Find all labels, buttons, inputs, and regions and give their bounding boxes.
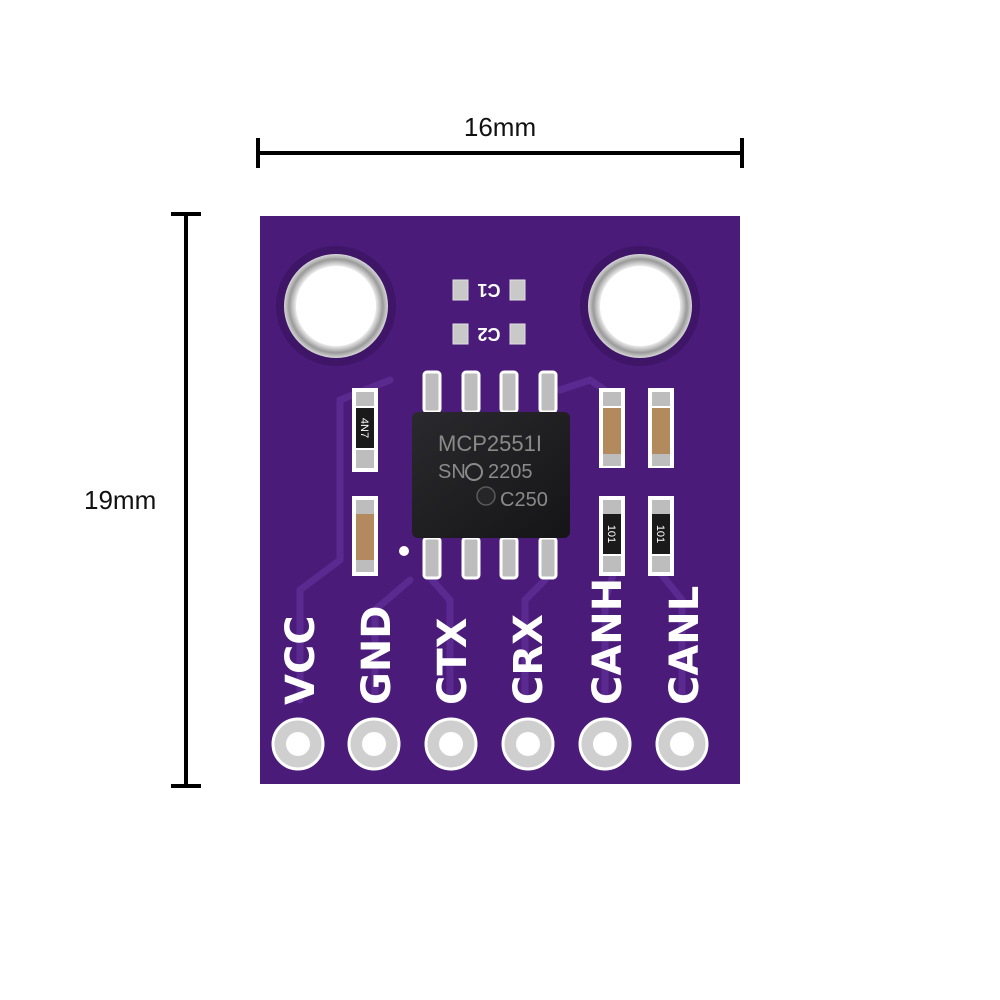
board-dot [399,546,409,556]
height-dimension-label: 19mm [84,485,157,515]
ic-top-pins [422,370,558,414]
capacitor-c2-pads: C2 [452,323,526,345]
resistor-4n7: 4N7 [352,388,378,472]
ic-chip: MCP2551I SN 2205 C250 [412,370,570,580]
pin-label-gnd: GND [354,605,400,705]
chip-marking-line1: MCP2551I [438,431,542,456]
resistor-canl: 101 [648,496,674,576]
height-dimension-line [171,212,201,788]
capacitor-canh [599,388,625,468]
pin-label-vcc: VCC [278,615,324,705]
chip-marking-line2: SN [438,461,466,483]
width-dimension-line [256,138,744,168]
resistor-canl-label: 101 [654,525,666,543]
ic-bottom-pins [422,536,558,580]
resistor-canh-label: 101 [605,525,617,543]
pin-hole-canh [578,717,632,771]
pin-label-crx: CRX [506,614,552,705]
pin-label-canh: CANH [585,578,631,705]
pin-label-canl: CANL [662,586,708,705]
pin-hole-ctx [424,717,478,771]
width-dimension-label: 16mm [463,112,537,142]
resistor-canh: 101 [599,496,625,576]
capacitor-left [352,496,378,576]
pin-hole-vcc [271,717,325,771]
pin-labels: VCC GND CTX CRX CANH CANL [278,578,708,705]
c2-label: C2 [477,324,500,344]
chip-logo-icon [465,463,483,481]
mounting-hole-right [580,246,700,366]
c1-label: C1 [477,280,500,300]
chip-pin1-mark-icon [476,486,496,506]
pin-hole-canl [655,717,709,771]
chip-marking-line4: C250 [500,489,548,511]
header-holes [271,717,709,771]
mounting-hole-left [276,246,396,366]
chip-marking-line3: 2205 [488,461,533,483]
pin-hole-gnd [347,717,401,771]
capacitor-c1-pads: C1 [452,279,526,301]
pin-label-ctx: CTX [430,617,476,705]
pin-hole-crx [501,717,555,771]
capacitor-canl [648,388,674,468]
resistor-4n7-label: 4N7 [358,418,370,438]
